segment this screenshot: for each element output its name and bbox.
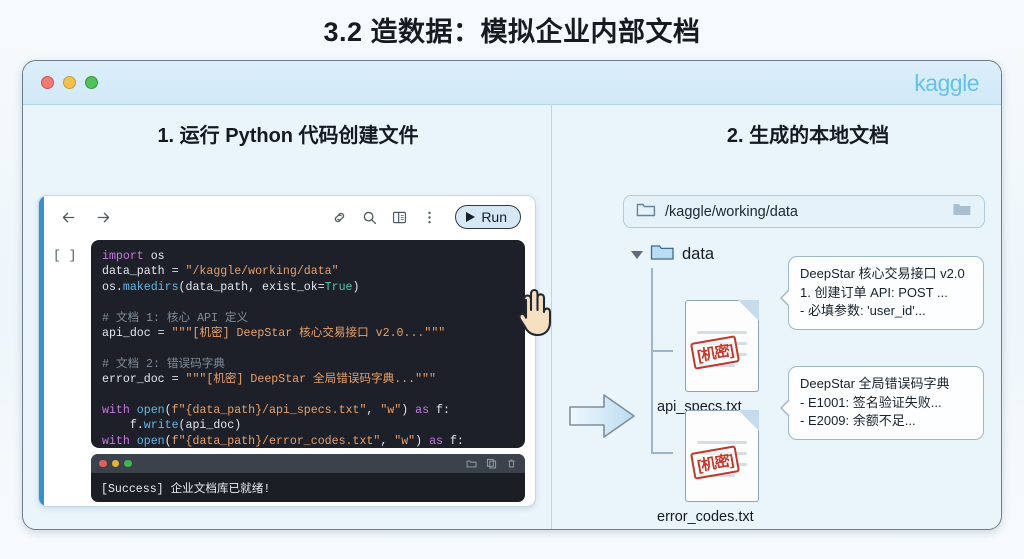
file-preview-tooltip: DeepStar 全局错误码字典 - E1001: 签名验证失败... - E2… [780,366,984,440]
tree-branch-2 [651,452,673,454]
browser-window: kaggle 1. 运行 Python 代码创建文件 2. 生成的本地文档 [22,60,1002,530]
tooltip-line: - 必填参数: 'user_id'... [800,303,926,318]
code-line: data_path = "/kaggle/working/data" [102,265,339,279]
tree-branch-1 [651,350,673,352]
output-terminal: [Success] 企业文档库已就绪! [91,454,525,502]
copy-icon[interactable] [486,458,497,469]
folder-icon[interactable] [466,458,477,469]
code-line: api_doc = """[机密] DeepStar 核心交易接口 v2.0..… [102,327,446,341]
column-divider [551,105,552,529]
path-bar[interactable]: /kaggle/working/data [623,195,985,228]
tooltip-line: DeepStar 全局错误码字典 [800,376,950,391]
code-line [102,341,525,356]
run-button-label: Run [481,209,507,225]
tree-row-data[interactable]: data [623,242,985,267]
code-line: import os [102,250,165,263]
file-text-line [697,441,747,444]
caret-down-icon[interactable] [631,250,643,259]
file-preview-tooltip: DeepStar 核心交易接口 v2.0 1. 创建订单 API: POST .… [780,256,984,330]
code-line: with open(f"{data_path}/error_codes.txt"… [102,434,464,448]
code-line: # 文档 2: 错误码字典 [102,357,225,371]
file-icon: [机密] [685,410,759,502]
minimize-button[interactable] [63,76,76,89]
page-title: 3.2 造数据：模拟企业内部文档 [323,17,701,47]
close-button[interactable] [41,76,54,89]
link-icon[interactable] [331,209,348,226]
tooltip-tail-inner [782,289,791,307]
file-name: error_codes.txt [657,509,754,525]
terminal-minimize-button[interactable] [111,459,119,468]
file-tree: data [机密] [623,242,985,525]
code-line: error_doc = """[机密] DeepStar 全局错误码字典..."… [102,373,436,387]
folder-outline-icon [636,201,656,222]
kaggle-logo: kaggle [914,70,979,96]
notebook-card: Run [ ] import os data_path = "/kaggle/wo… [38,195,536,507]
arrow-right-block-icon [568,388,638,444]
window-traffic-lights [41,76,98,89]
terminal-close-button[interactable] [99,459,107,468]
terminal-titlebar [91,454,525,473]
path-text: /kaggle/working/data [665,203,798,220]
code-line [102,295,525,310]
search-icon[interactable] [361,209,378,226]
tooltip-line: 1. 创建订单 API: POST ... [800,284,948,300]
file-entry[interactable]: [机密] error_codes.txt [657,410,759,525]
code-line [102,388,525,403]
tree-label-data: data [682,245,715,263]
window-titlebar: kaggle [23,61,1001,105]
code-line: with open(f"{data_path}/api_specs.txt", … [102,404,450,418]
tree-connector-line [651,268,653,453]
terminal-output-text: [Success] 企业文档库已就绪! [101,483,271,496]
folder-filled-icon[interactable] [952,201,972,222]
code-editor[interactable]: import os data_path = "/kaggle/working/da… [91,240,525,448]
code-line: # 文档 1: 核心 API 定义 [102,311,249,325]
play-icon [466,212,476,222]
cell-prompt: [ ] [53,248,77,263]
run-button[interactable]: Run [455,205,521,229]
tooltip-line: DeepStar 核心交易接口 v2.0 [800,266,965,281]
file-explorer: /kaggle/working/data data [623,195,985,525]
notebook-toolbar: Run [44,196,535,238]
tooltip-tail-inner [782,399,791,417]
window-body: 1. 运行 Python 代码创建文件 2. 生成的本地文档 [23,105,1001,529]
code-line: os.makedirs(data_path, exist_ok=True) [102,280,360,294]
file-icon: [机密] [685,300,759,392]
notebook-accent-bar [39,196,44,506]
page-fold-icon [738,300,759,321]
panel-layout-icon[interactable] [391,209,408,226]
tooltip-line: - E2009: 余额不足... [800,413,916,428]
terminal-maximize-button[interactable] [124,459,132,468]
arrow-left-icon[interactable] [60,209,77,226]
terminal-traffic-lights [99,459,132,468]
maximize-button[interactable] [85,76,98,89]
left-column-heading: 1. 运行 Python 代码创建文件 [157,125,419,147]
right-column-heading: 2. 生成的本地文档 [726,125,890,147]
code-line: f.write(api_doc) [102,419,242,433]
arrow-right-icon[interactable] [95,209,112,226]
page-fold-icon [738,410,759,431]
tooltip-line: - E1001: 签名验证失败... [800,394,942,410]
file-entry[interactable]: [机密] api_specs.txt [657,300,759,415]
kebab-menu-icon[interactable] [421,209,438,226]
folder-open-icon [650,242,675,267]
trash-icon[interactable] [506,458,517,469]
file-text-line [697,331,747,334]
